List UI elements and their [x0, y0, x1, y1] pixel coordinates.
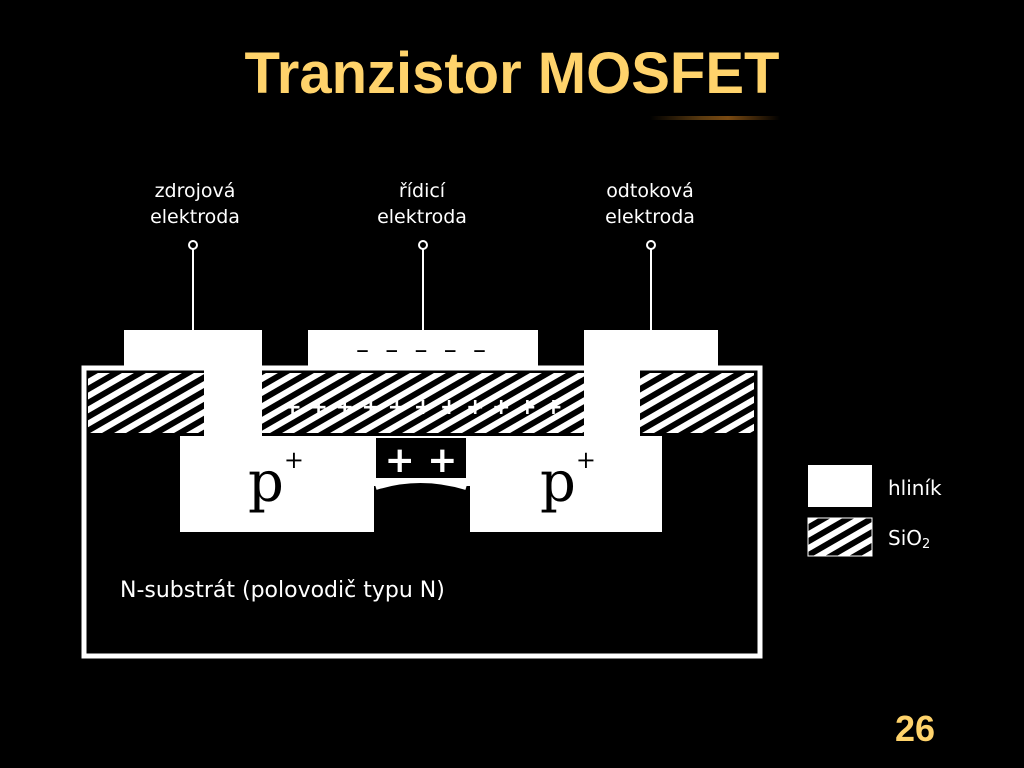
gate-electrode-line1: řídicí: [398, 180, 446, 202]
drain-contact-via: [584, 368, 640, 438]
p-right-letter: p: [540, 450, 576, 515]
drain-contact: [584, 330, 718, 370]
legend-oxide-text: SiO: [888, 526, 922, 550]
p-left-letter: p: [248, 450, 284, 515]
source-electrode-line1: zdrojová: [154, 180, 236, 202]
slide-title: Tranzistor MOSFET: [244, 41, 780, 106]
source-terminal: [188, 240, 198, 250]
title-accent-line: [650, 116, 780, 120]
legend-oxide-swatch: [807, 517, 873, 557]
source-electrode-line2: elektroda: [150, 206, 240, 228]
p-right-superscript: +: [575, 446, 596, 474]
substrate-label: N-substrát (polovodič typu N): [120, 578, 445, 603]
p-plus-left-label: p+: [248, 446, 304, 515]
source-contact: [124, 330, 262, 370]
oxide-center: [262, 373, 584, 433]
legend-aluminium-label: hliník: [888, 476, 942, 500]
channel-arc: [375, 479, 467, 490]
channel-charge-text: + +: [385, 440, 458, 481]
channel-boundary: [374, 482, 468, 532]
gate-electrode-label: řídicí elektroda: [347, 178, 497, 230]
p-region-left: [180, 436, 374, 532]
gate-terminal: [418, 240, 428, 250]
legend-aluminium-swatch: [808, 465, 872, 507]
oxide-charge-text: + + + + + + + + + + +: [283, 395, 562, 420]
drain-electrode-line2: elektroda: [605, 206, 695, 228]
legend-oxide-subscript: 2: [922, 537, 931, 552]
page-number: 26: [894, 708, 936, 749]
drain-terminal: [646, 240, 656, 250]
oxide-right: [640, 373, 754, 433]
drain-electrode-line1: odtoková: [606, 180, 694, 202]
p-left-superscript: +: [283, 446, 304, 474]
channel-charge-box: [376, 438, 466, 478]
oxide-left: [88, 373, 204, 433]
gate-charge-text: – – – – –: [356, 335, 490, 365]
drain-electrode-label: odtoková elektroda: [575, 178, 725, 230]
gate-electrode-line2: elektroda: [377, 206, 467, 228]
gate-contact: [308, 330, 538, 370]
legend-oxide-label: SiO2: [888, 526, 931, 552]
p-plus-right-label: p+: [540, 446, 596, 515]
source-contact-via: [204, 368, 262, 438]
source-electrode-label: zdrojová elektroda: [120, 178, 270, 230]
p-region-right: [470, 436, 662, 532]
